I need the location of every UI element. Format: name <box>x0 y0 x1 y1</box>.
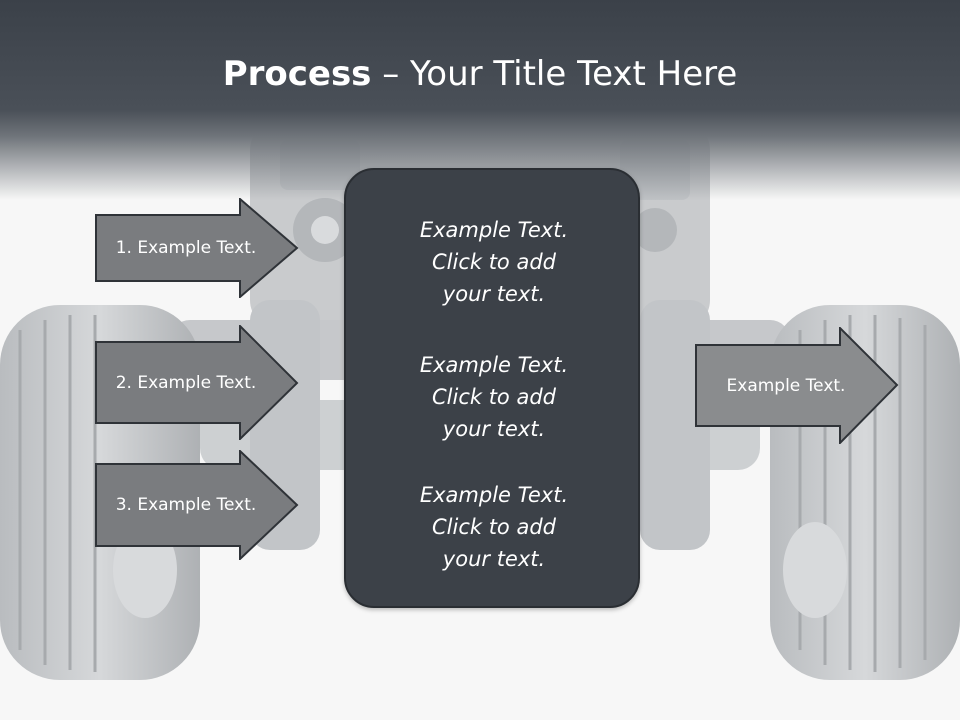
center-line: Click to add <box>431 515 556 539</box>
arrow-shape <box>95 450 299 560</box>
title-rest: – Your Title Text Here <box>371 54 738 94</box>
center-line: your text. <box>442 282 546 306</box>
center-line: Click to add <box>431 250 556 274</box>
center-line: Example Text. <box>419 483 569 507</box>
center-line: Click to add <box>431 385 556 409</box>
title-band <box>0 0 960 200</box>
arrow-label: Example Text. <box>726 375 846 396</box>
center-text-block-2[interactable]: Example Text. Click to add your text. <box>346 349 642 445</box>
arrow-label: 1. Example Text. <box>115 238 257 258</box>
arrow-step-1[interactable]: 1. Example Text. <box>95 198 299 298</box>
center-text-block-1[interactable]: Example Text. Click to add your text. <box>346 214 642 310</box>
arrow-label: 3. Example Text. <box>115 495 257 515</box>
center-text-box[interactable]: Example Text. Click to add your text. Ex… <box>344 168 640 608</box>
arrow-shape <box>95 198 299 298</box>
arrow-shape <box>95 325 299 440</box>
title-bold: Process <box>222 54 372 94</box>
center-text-block-3[interactable]: Example Text. Click to add your text. <box>346 479 642 575</box>
slide-title[interactable]: Process – Your Title Text Here <box>0 52 960 96</box>
arrow-step-3[interactable]: 3. Example Text. <box>95 450 299 560</box>
center-line: Example Text. <box>419 218 569 242</box>
arrow-step-2[interactable]: 2. Example Text. <box>95 325 299 440</box>
arrow-result[interactable]: Example Text. <box>695 327 899 444</box>
arrow-shape <box>695 327 899 444</box>
center-line: Example Text. <box>419 353 569 377</box>
center-line: your text. <box>442 547 546 571</box>
center-line: your text. <box>442 417 546 441</box>
arrow-label: 2. Example Text. <box>115 372 257 393</box>
